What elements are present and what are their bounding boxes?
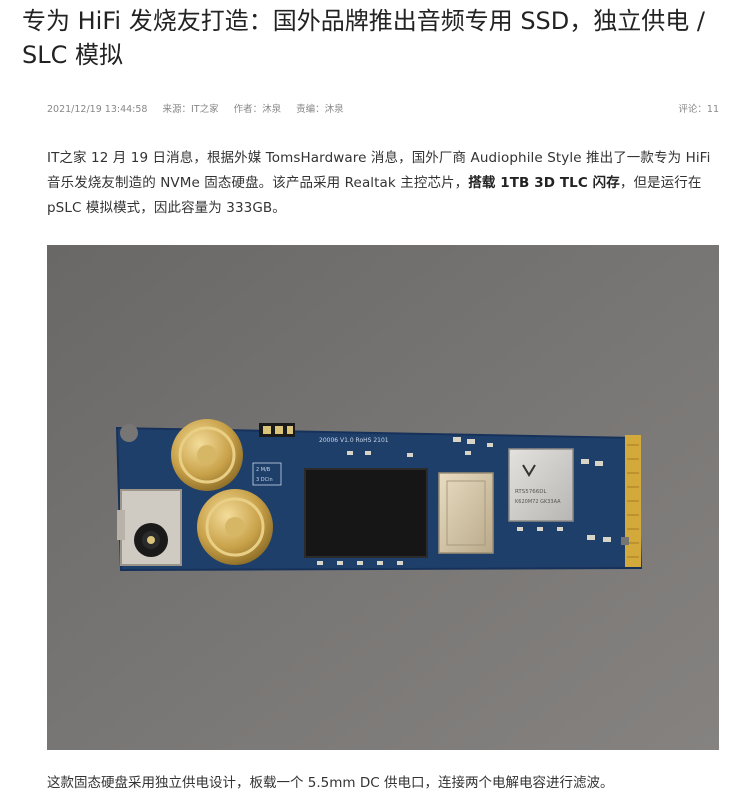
svg-text:K620M72 GK33AA: K620M72 GK33AA	[515, 499, 561, 505]
jumper-header	[259, 423, 295, 437]
article-title: 专为 HiFi 发烧友打造：国外品牌推出音频专用 SSD，独立供电 / SLC …	[22, 7, 705, 69]
svg-text:3 DCin: 3 DCin	[256, 477, 273, 483]
article-meta: 2021/12/19 13:44:58 来源：IT之家 作者：沐泉 责编：沐泉 …	[47, 103, 719, 117]
comments-count[interactable]: 评论：11	[678, 104, 719, 115]
ssd-product-photo: 20006 V1.0 RoHS 2101 2 M/B 3 DCin RTS576…	[47, 245, 719, 750]
source-label[interactable]: 来源：IT之家	[162, 104, 219, 115]
pcb-silk-label: 20006 V1.0 RoHS 2101	[319, 437, 389, 444]
paragraph-bold-highlight: 搭载 1TB 3D TLC 闪存	[468, 175, 620, 191]
shield-component	[438, 472, 494, 554]
jumper-silk-box: 2 M/B 3 DCin	[252, 462, 282, 486]
ssd-pcb: 20006 V1.0 RoHS 2101 2 M/B 3 DCin RTS576…	[115, 419, 643, 572]
article-paragraph-1: IT之家 12 月 19 日消息，根据外媒 TomsHardware 消息，国外…	[47, 146, 722, 221]
paragraph-text-end: ，但是运行在 pSLC 模拟模式，因此容量为 333GB。	[47, 175, 702, 216]
smd-components	[317, 437, 611, 565]
author-label: 作者：沐泉	[233, 104, 282, 115]
capacitor-2	[197, 489, 273, 565]
svg-text:2 M/B: 2 M/B	[256, 467, 271, 473]
paragraph-text-start: IT之家 12 月 19 日消息，根据外媒 TomsHardware 消息，国外…	[47, 150, 711, 191]
capacitor-1	[171, 419, 243, 491]
photo-caption: 这款固态硬盘采用独立供电设计，板载一个 5.5mm DC 供电口，连接两个电解电…	[47, 775, 614, 791]
svg-text:RTS5766DL: RTS5766DL	[515, 489, 548, 495]
nand-flash-chip	[304, 468, 428, 558]
controller-chip: RTS5766DL K620M72 GK33AA	[508, 448, 574, 522]
gold-edge-connector	[621, 435, 641, 567]
publish-datetime: 2021/12/19 13:44:58	[47, 104, 148, 115]
editor-label: 责编：沐泉	[296, 104, 344, 115]
dc-power-jack	[117, 489, 182, 566]
